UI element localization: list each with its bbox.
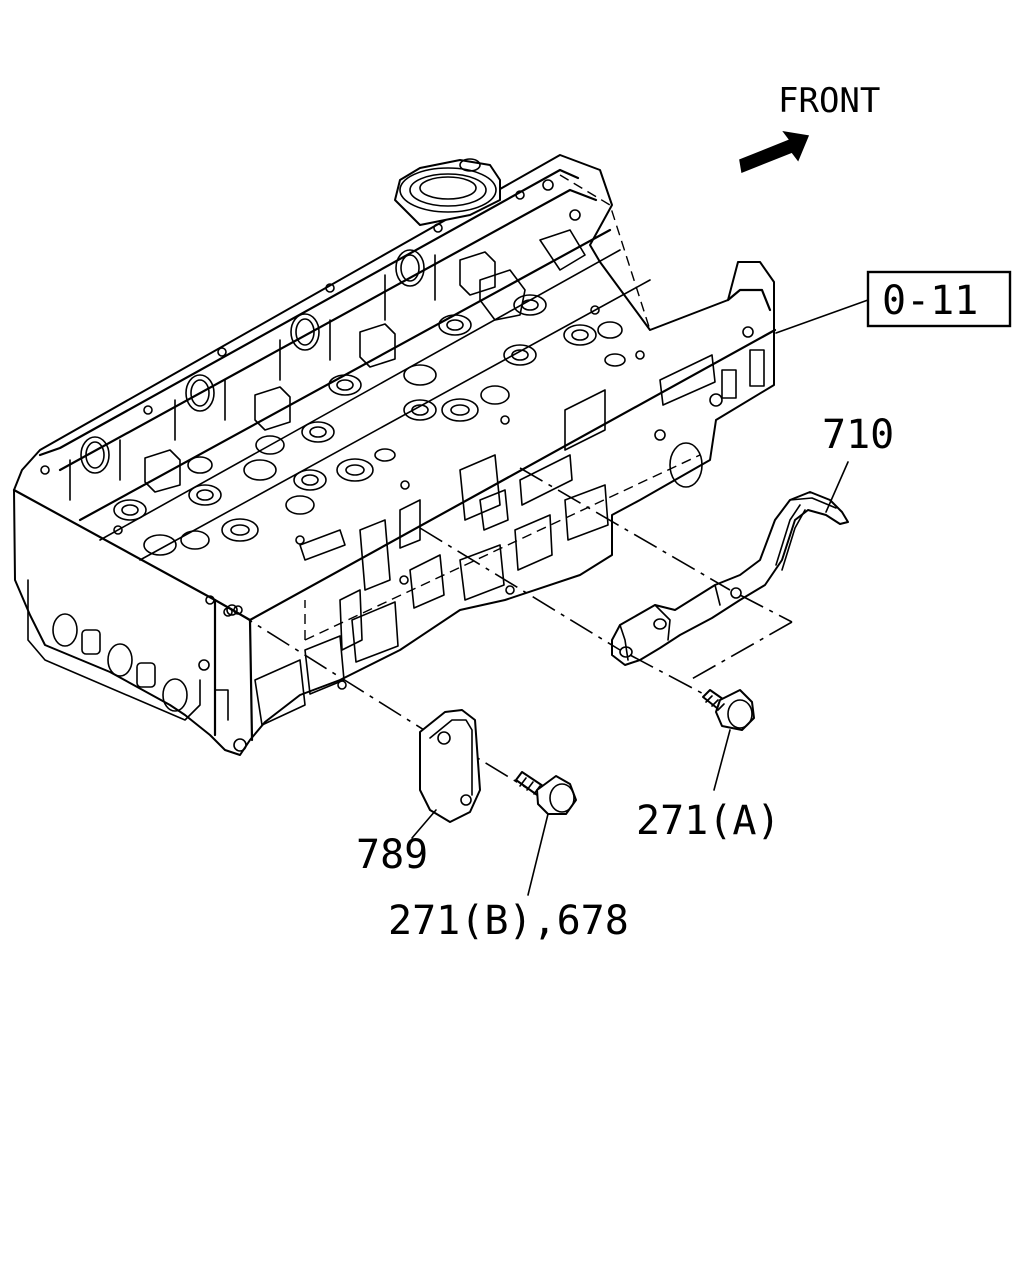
part-label-271b-678: 271(B),678 <box>388 898 629 944</box>
cylinder-head <box>12 154 777 756</box>
bracket-710 <box>611 491 849 666</box>
center-line-upper-b <box>739 594 793 623</box>
leader-271b <box>527 813 549 896</box>
front-label: FRONT <box>778 81 880 121</box>
plate-789 <box>419 709 481 823</box>
center-line-lower <box>229 607 441 741</box>
leader-271a <box>713 729 731 791</box>
front-arrow-icon <box>739 130 810 174</box>
center-line-mid <box>419 527 621 651</box>
part-label-789: 789 <box>356 832 428 878</box>
part-label-710: 710 <box>822 412 894 458</box>
leader-789 <box>411 809 437 839</box>
bolt-271a <box>702 689 755 731</box>
reference-label: 0-11 <box>882 278 978 324</box>
center-line-upper <box>519 467 731 591</box>
bolt-271b <box>515 771 577 815</box>
part-label-271a: 271(A) <box>636 798 781 844</box>
center-line-bolt-a <box>629 654 716 701</box>
leader-710 <box>825 461 849 513</box>
center-line-return <box>689 621 793 681</box>
reference-box: 0-11 <box>775 270 1012 334</box>
